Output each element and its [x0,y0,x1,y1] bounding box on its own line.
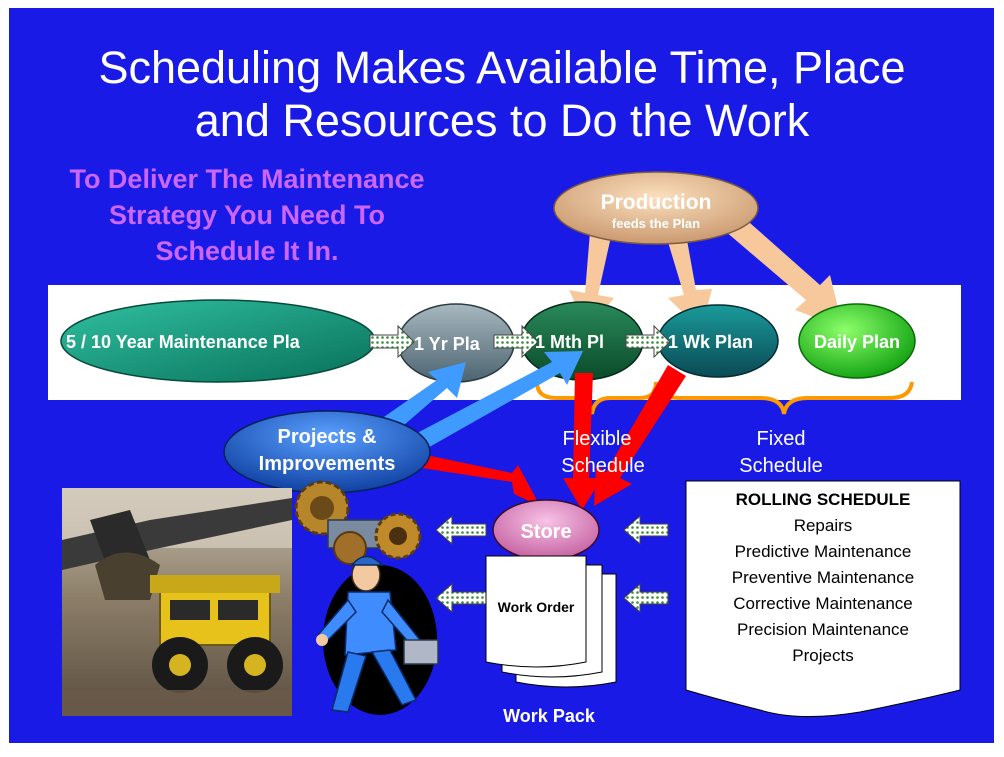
mining-truck-image [62,488,292,716]
store-to-work-arrow [435,514,487,546]
work-pack-label: Work Pack [503,706,596,726]
rolling-item-repairs: Repairs [794,516,853,535]
connector-arrow-1 [369,324,415,359]
plan-daily-label: Daily Plan [814,332,900,352]
connector-arrow-3 [625,324,671,359]
store-arrow-projects [412,452,540,506]
store-arrow-month [563,373,602,510]
production-label: Production [601,191,712,214]
fixed-line-2: Schedule [739,455,822,477]
title-line-2: and Resources to Do the Work [195,95,810,146]
schedule-to-store-arrow [623,514,669,546]
flexible-line-2: Schedule [561,455,644,477]
projects-arrow-month [400,351,583,458]
rolling-item-predictive: Predictive Maintenance [735,542,912,561]
plan-1-week-label: 1 Wk Plan [668,332,753,352]
projects-line-2: Improvements [259,453,396,475]
work-order-stack [485,555,617,688]
title-line-1: Scheduling Makes Available Time, Place [98,42,905,93]
flexible-brace [535,381,658,415]
workorder-to-work-arrow [435,582,487,614]
rolling-schedule-document [685,480,961,718]
plan-daily [798,303,916,379]
plan-5-10-year-label: 5 / 10 Year Maintenance Pla [66,332,301,352]
rolling-item-precision: Precision Maintenance [737,620,909,639]
production-arrow-week [665,229,712,330]
plan-connectors [369,324,671,359]
projects-node [223,410,431,494]
work-order-label: Work Order [498,599,575,615]
subtitle-line-2: Strategy You Need To [109,200,385,230]
plan-1-year-label: 1 Yr Pla [414,334,481,354]
production-node [553,171,759,245]
store-arrows [412,365,686,510]
projects-line-1: Projects & [278,426,377,448]
subtitle-line-3: Schedule It In. [155,236,338,266]
rolling-item-corrective: Corrective Maintenance [733,594,913,613]
rolling-schedule-title: ROLLING SCHEDULE [736,490,911,509]
schedule-to-workorder-arrow [623,582,669,614]
gears-icon [294,480,422,565]
production-sublabel: feeds the Plan [612,216,700,231]
store-label: Store [520,521,571,543]
fixed-line-1: Fixed [757,428,806,450]
store-arrow-week [594,365,686,506]
production-arrow-daily [718,208,843,328]
rolling-item-projects: Projects [792,646,853,665]
outbound-arrows [435,514,669,614]
connector-arrow-2 [493,324,539,359]
plan-1-month-label: 1 Mth Pl [535,332,604,352]
worker-figure-icon [316,555,439,715]
rolling-item-preventive: Preventive Maintenance [732,568,914,587]
flexible-line-1: Flexible [563,428,632,450]
subtitle-line-1: To Deliver The Maintenance [69,164,424,194]
